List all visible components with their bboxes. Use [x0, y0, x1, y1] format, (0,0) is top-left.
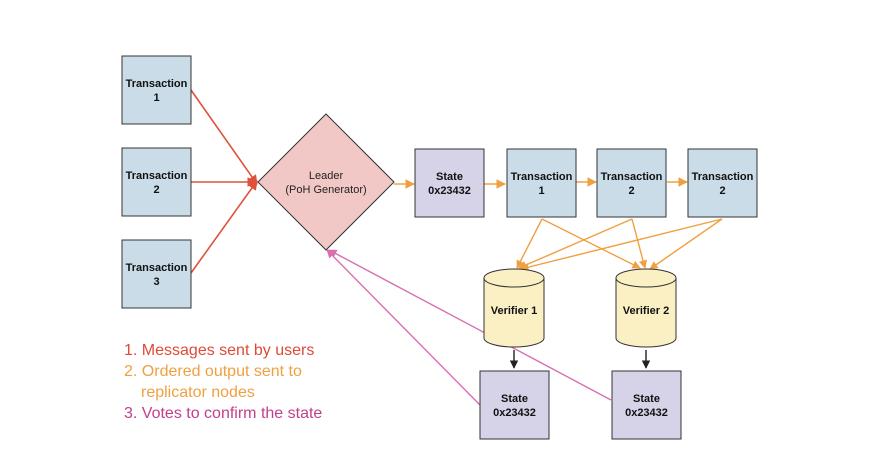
legend: 1. Messages sent by users 2. Ordered out…: [124, 342, 322, 422]
ordered-transaction-2-title: Transaction: [601, 171, 663, 183]
legend-item-messages: 1. Messages sent by users: [124, 342, 314, 359]
ordered-output-arrows: [394, 177, 723, 272]
user-transaction-2: Transaction 2: [121, 147, 192, 217]
ordered-transaction-2: Transaction 2: [596, 148, 667, 218]
arrow-vstate1-to-leader: [326, 249, 481, 406]
arrow-otx2-to-verifier2: [631, 218, 648, 269]
ordered-transaction-2-number: 2: [628, 185, 634, 197]
arrow-tx1-to-leader: [190, 89, 258, 185]
verifier-1: Verifier 1: [483, 268, 545, 348]
ordered-transaction-3-number: 2: [719, 185, 725, 197]
verifier-state-2: State 0x23432: [611, 370, 682, 440]
ordered-transaction-1: Transaction 1: [506, 148, 577, 218]
verifier-state-1-hash: 0x23432: [493, 407, 536, 419]
ordered-transaction-1-title: Transaction: [511, 171, 573, 183]
verifier-state-1: State 0x23432: [479, 370, 550, 440]
vote-arrows: [326, 249, 612, 406]
legend-item-ordered-output: 2. Ordered output sent to: [124, 363, 302, 380]
legend-item-ordered-output-cont: replicator nodes: [141, 384, 255, 401]
user-transaction-1-number: 1: [153, 92, 159, 104]
arrow-otx3-to-verifier2: [649, 218, 723, 270]
ordered-transaction-3: Transaction 2: [687, 148, 758, 218]
ordered-transaction-3-title: Transaction: [692, 171, 754, 183]
verifier-1-label: Verifier 1: [491, 305, 537, 317]
state-main-title: State: [436, 171, 463, 183]
leader-subtitle: (PoH Generator): [285, 184, 366, 196]
leader-node: Leader (PoH Generator): [257, 113, 395, 251]
user-transaction-2-title: Transaction: [126, 170, 188, 182]
arrow-tx3-to-leader: [190, 180, 258, 274]
arrow-otx2-to-verifier1: [518, 218, 633, 269]
verifier-state-arrows: [509, 350, 651, 369]
ordered-transaction-1-number: 1: [538, 185, 544, 197]
user-transaction-1-title: Transaction: [126, 78, 188, 90]
legend-item-votes: 3. Votes to confirm the state: [124, 405, 322, 422]
verifier-2-label: Verifier 2: [623, 305, 669, 317]
user-transaction-2-number: 2: [153, 184, 159, 196]
arrow-otx1-to-verifier2: [541, 218, 641, 269]
state-main-hash: 0x23432: [428, 185, 471, 197]
verifier-state-2-hash: 0x23432: [625, 407, 668, 419]
arrow-otx3-to-verifier1: [520, 218, 723, 272]
leader-title: Leader: [309, 170, 344, 182]
arrow-otx1-to-verifier1: [516, 218, 543, 269]
user-transaction-3: Transaction 3: [121, 239, 192, 309]
user-transaction-1: Transaction 1: [121, 55, 192, 125]
user-transaction-3-number: 3: [153, 276, 159, 288]
user-transaction-3-title: Transaction: [126, 262, 188, 274]
verifier-2: Verifier 2: [615, 268, 677, 348]
arrow-vstate2-to-leader: [328, 249, 612, 401]
user-message-arrows: [190, 89, 258, 274]
verifier-state-2-title: State: [633, 393, 660, 405]
state-main: State 0x23432: [414, 148, 485, 218]
verifier-state-1-title: State: [501, 393, 528, 405]
